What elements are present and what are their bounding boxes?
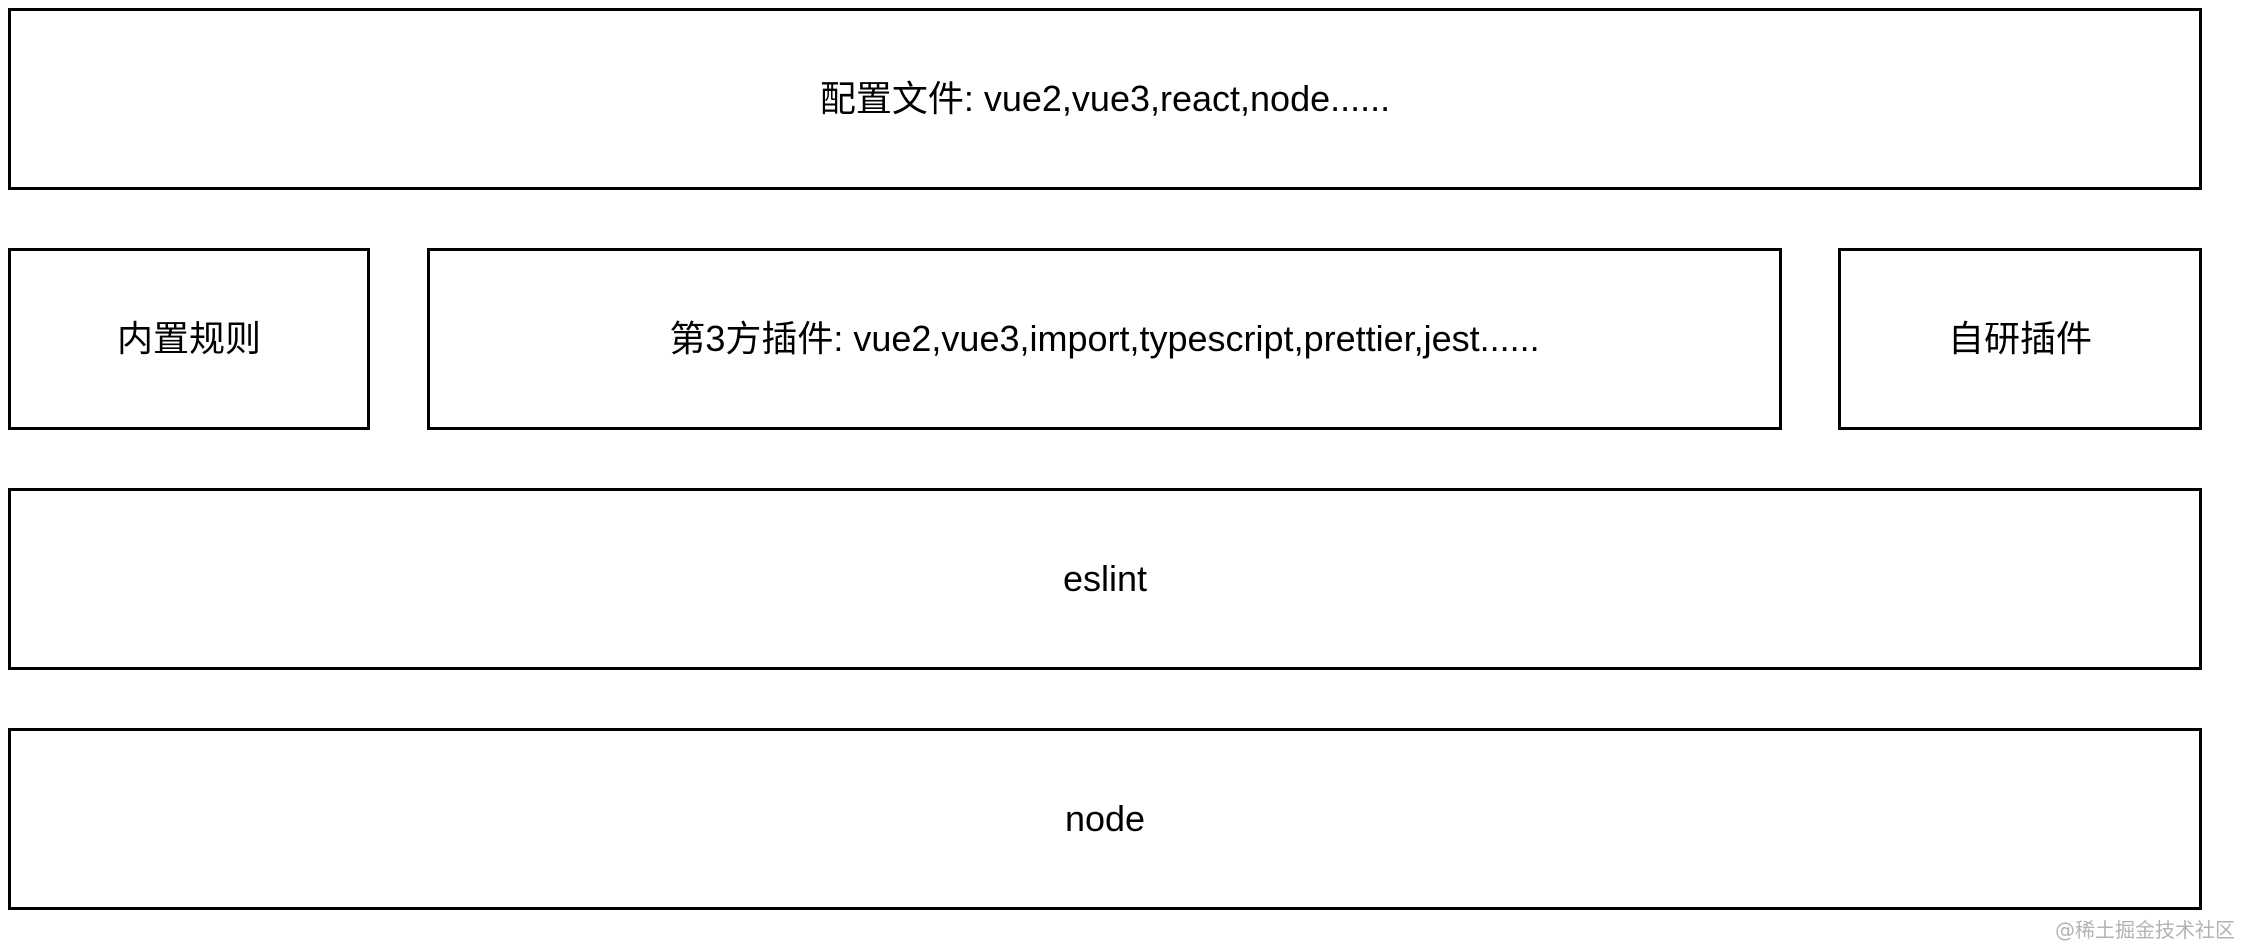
eslint-layer-box: eslint [8,488,2202,670]
third-party-plugins-label: 第3方插件: vue2,vue3,import,typescript,prett… [669,318,1540,360]
builtin-rules-label: 内置规则 [116,318,261,360]
eslint-layer-label: eslint [1062,558,1148,600]
config-layer-box: 配置文件: vue2,vue3,react,node...... [8,8,2202,190]
custom-plugins-box: 自研插件 [1838,248,2202,430]
node-layer-label: node [1064,798,1146,840]
watermark: @稀土掘金技术社区 [2055,918,2235,942]
custom-plugins-label: 自研插件 [1947,318,2092,360]
node-layer-box: node [8,728,2202,910]
config-layer-label: 配置文件: vue2,vue3,react,node...... [819,78,1391,120]
third-party-plugins-box: 第3方插件: vue2,vue3,import,typescript,prett… [427,248,1782,430]
builtin-rules-box: 内置规则 [8,248,370,430]
